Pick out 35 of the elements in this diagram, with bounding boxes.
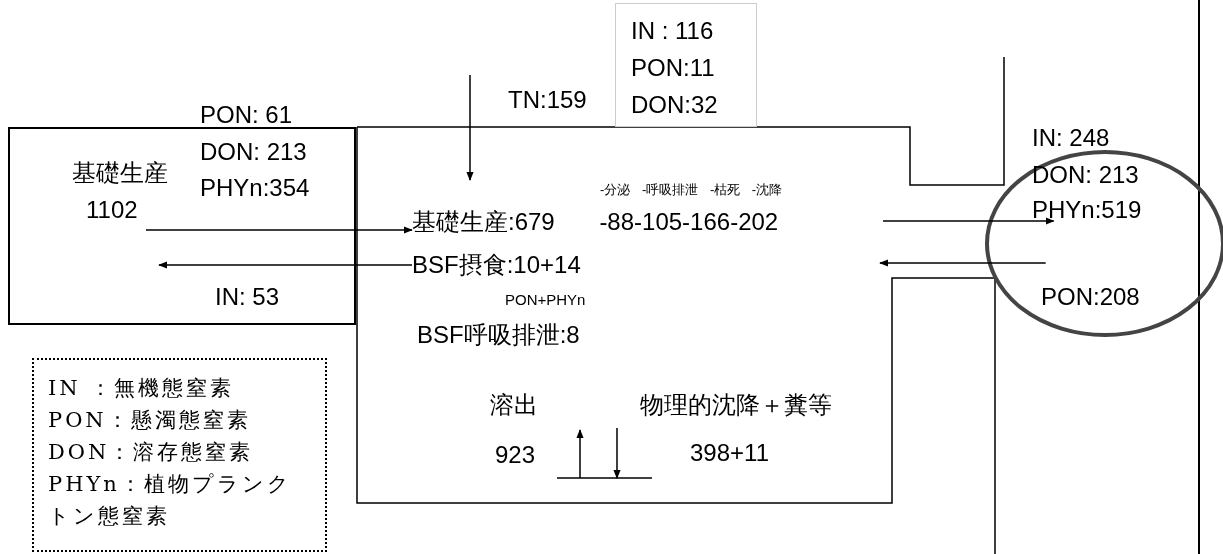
flux-value: IN: 248 <box>1032 126 1110 150</box>
inflow-box <box>615 3 757 127</box>
flux-value: PON: 61 <box>200 103 293 127</box>
process-labels: -分泌 -呼吸排泄 -枯死 -沈降 <box>600 183 783 196</box>
arrow <box>158 261 413 269</box>
glossary-box <box>32 358 327 552</box>
flux-value: DON: 213 <box>1032 163 1139 187</box>
flux-value: 923 <box>495 443 536 467</box>
flux-value: DON:32 <box>631 93 718 117</box>
area-label: 1102 <box>86 198 138 222</box>
flux-value: IN : 116 <box>631 19 714 43</box>
area-label: 基礎生産 <box>72 161 168 185</box>
glossary-entry: DON：溶存態窒素 <box>48 439 255 466</box>
flux-text: BSF呼吸排泄:8 <box>417 323 580 347</box>
area-box <box>8 127 356 325</box>
arrow <box>879 259 1047 267</box>
flux-value: PON:11 <box>631 56 715 80</box>
flux-text: 基礎生産:679 -88-105-166-202 <box>412 210 779 234</box>
flux-heading: 物理的沈降＋糞等 <box>640 393 832 417</box>
arrow <box>466 74 474 181</box>
glossary-entry: PON：懸濁態窒素 <box>48 407 252 434</box>
flux-value: 398+11 <box>690 441 769 465</box>
flux-note: PON+PHYn <box>505 292 586 307</box>
flux-value: PHYn:519 <box>1032 198 1142 222</box>
arrow <box>882 217 1055 225</box>
flux-value: PHYn:354 <box>200 176 310 200</box>
arrow <box>145 226 413 234</box>
glossary-entry: PHYn：植物プランクトン態窒素 <box>48 471 293 530</box>
flux-text: BSF摂食:10+14 <box>412 253 581 277</box>
flux-value: TN:159 <box>508 88 587 112</box>
flux-value: DON: 213 <box>200 140 307 164</box>
glossary-entry: IN ：無機態窒素 <box>48 375 236 402</box>
flux-value: PON:208 <box>1041 285 1140 309</box>
flux-heading: 溶出 <box>490 393 538 417</box>
flux-value: IN: 53 <box>215 285 280 309</box>
